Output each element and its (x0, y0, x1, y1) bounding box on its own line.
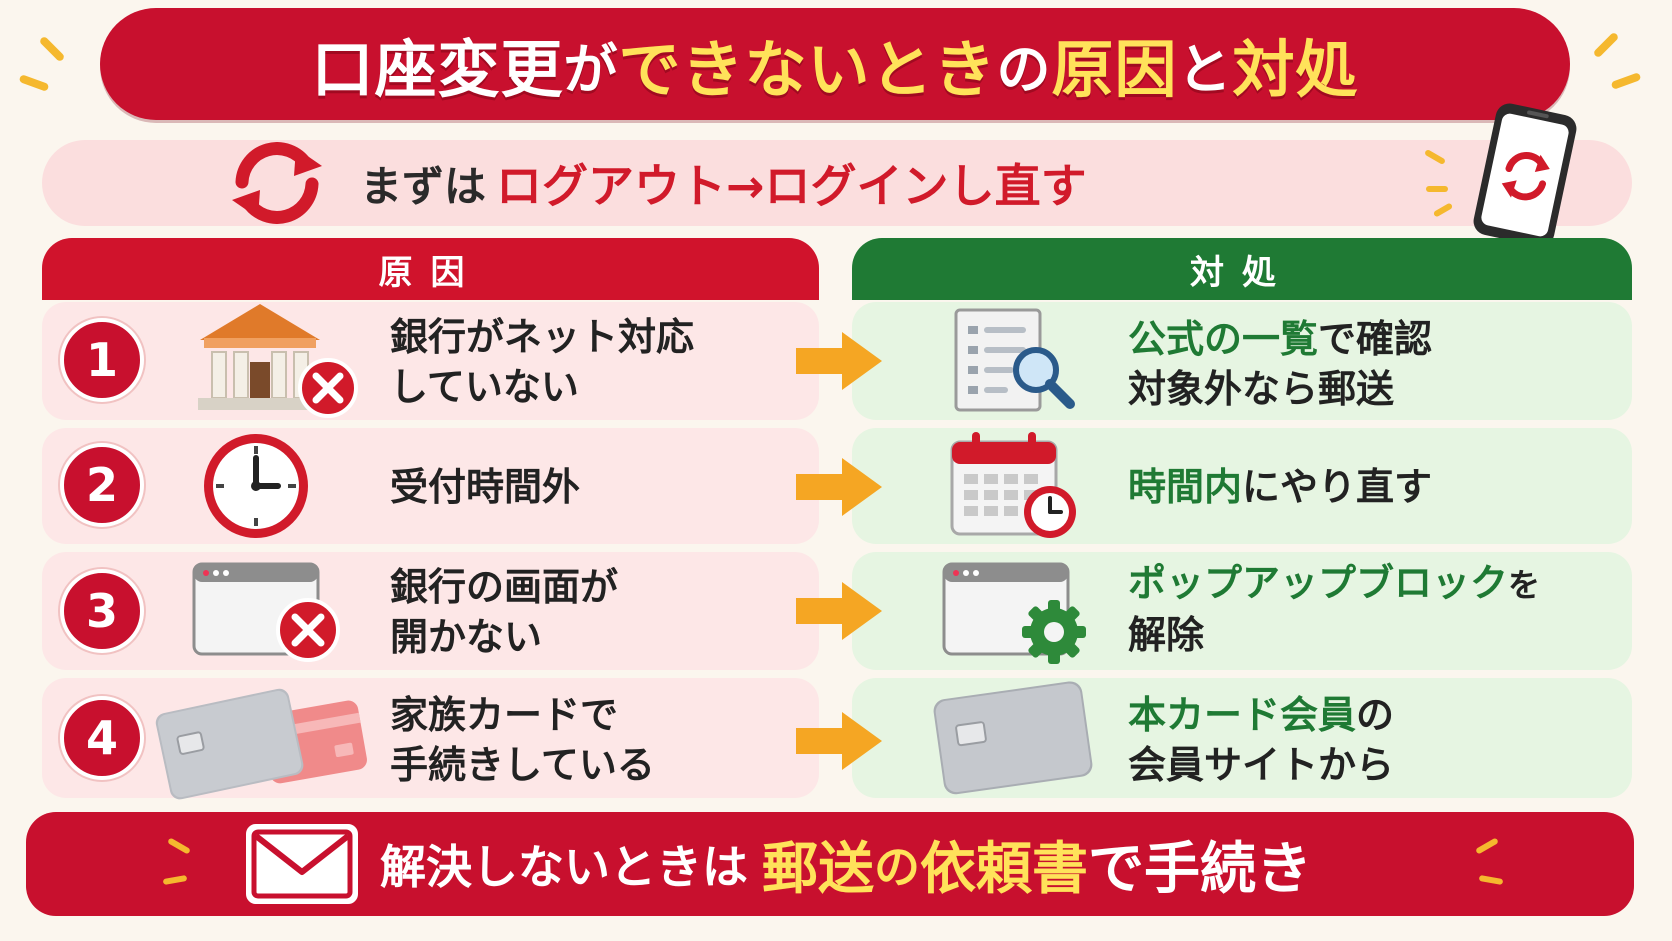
cause-line: 銀行の画面が (390, 565, 619, 609)
title-part: 対処 (1232, 33, 1359, 106)
cause-row (42, 428, 819, 544)
cause-row (42, 552, 819, 670)
cause-column-header: 原因 (42, 238, 819, 300)
family-cards-icon (155, 688, 367, 800)
arrow-right-icon (796, 712, 882, 770)
row-number: 2 (60, 443, 144, 527)
title-part: の (996, 37, 1052, 101)
title-part: できないとき (618, 33, 997, 106)
spark-decoration (18, 74, 50, 92)
footer-emphasis: 郵送 (762, 836, 874, 902)
row-number: 3 (60, 569, 144, 653)
smartphone-refresh-icon (1473, 103, 1577, 247)
subtitle-tail: し直す (948, 159, 1087, 213)
cause-text: 受付時間外 (390, 462, 580, 512)
remedy-line: 時間内にやり直す (1128, 462, 1432, 512)
mail-icon (246, 824, 358, 904)
cause-line: していない (390, 365, 579, 409)
cause-text: 家族カードで 手続きしている (390, 690, 655, 790)
footer-mid: の (874, 840, 920, 894)
remedy-text: 公式の一覧で確認 対象外なら郵送 (1128, 314, 1432, 414)
footer-lead: 解決しないときは (380, 840, 748, 894)
remedy-text: 時間内にやり直す (1128, 462, 1432, 512)
footer-tail: で手続き (1088, 836, 1312, 902)
remedy-rest: を (1508, 566, 1541, 604)
remedy-emphasis: 公式の一覧 (1128, 317, 1319, 361)
title-part: と (1177, 37, 1233, 101)
remedy-line: 解除 (1128, 613, 1205, 657)
remedy-emphasis: ポップアップブロック (1128, 561, 1509, 605)
remedy-line: ポップアップブロックを (1128, 558, 1540, 610)
remedy-emphasis: 時間内 (1128, 465, 1243, 509)
cause-line: 家族カードで (390, 693, 619, 737)
remedy-rest: にやり直す (1242, 465, 1433, 509)
browser-gear-icon (942, 562, 1086, 664)
title-part: 口座変更 (311, 33, 564, 106)
spark-decoration (38, 35, 66, 63)
spark-decoration (1610, 72, 1642, 90)
remedy-line: 会員サイトから (1128, 743, 1395, 787)
remedy-line: 本カード会員の (1128, 690, 1394, 740)
calendar-clock-icon (950, 432, 1076, 538)
cause-line: 銀行がネット対応 (390, 315, 695, 359)
document-search-icon (954, 308, 1075, 412)
title-part: 原因 (1051, 33, 1178, 106)
cause-text: 銀行がネット対応 していない (390, 312, 694, 412)
spark-decoration (1426, 186, 1448, 192)
row-number: 1 (60, 318, 144, 402)
remedy-rest: の (1356, 693, 1395, 737)
bank-error-icon (198, 304, 358, 418)
cause-line: 受付時間外 (390, 465, 581, 509)
footer-text: 解決しないときは 郵送 の 依頼書 で手続き (380, 812, 1312, 916)
remedy-text: 本カード会員の 会員サイトから (1128, 690, 1394, 790)
cause-line: 手続きしている (390, 743, 655, 787)
arrow-right-icon (796, 582, 882, 640)
subtitle-action: ログアウト→ログイン (496, 159, 949, 213)
clock-icon (204, 434, 308, 538)
title-banner: 口座変更 が できないとき の 原因 と 対処 (100, 8, 1570, 120)
browser-error-icon (192, 562, 340, 662)
arrow-right-icon (796, 332, 882, 390)
cause-line: 開かない (390, 615, 543, 659)
arrow-right-icon (796, 458, 882, 516)
credit-card-icon (933, 681, 1093, 795)
spark-decoration (1592, 31, 1620, 59)
subtitle-lead: まずは (360, 161, 487, 211)
subtitle: まずは ログアウト→ログイン し直す (360, 140, 1087, 226)
cause-text: 銀行の画面が 開かない (390, 562, 618, 662)
footer-emphasis: 依頼書 (920, 836, 1088, 902)
remedy-rest: で確認 (1318, 317, 1433, 361)
title-part: が (563, 37, 619, 101)
remedy-line: 公式の一覧で確認 (1128, 314, 1432, 364)
cause-row (42, 302, 819, 420)
refresh-icon (232, 142, 322, 224)
remedy-emphasis: 本カード会員 (1128, 693, 1357, 737)
remedy-text: ポップアップブロックを 解除 (1128, 558, 1540, 660)
remedy-line: 対象外なら郵送 (1128, 367, 1395, 411)
row-number: 4 (60, 696, 144, 780)
remedy-column-header: 対処 (852, 238, 1632, 300)
